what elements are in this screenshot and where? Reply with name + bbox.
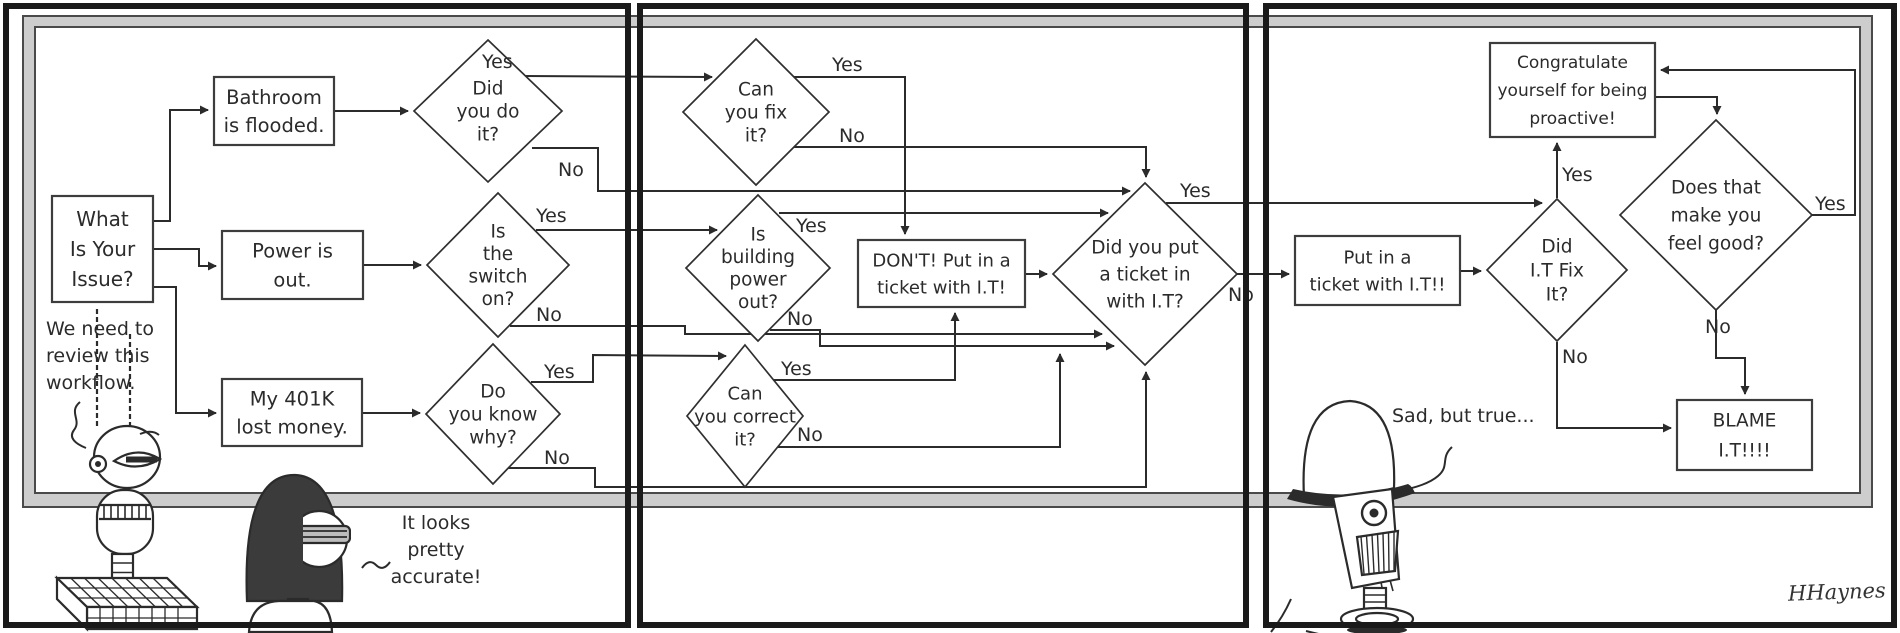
speech-tail-robot-left bbox=[70, 401, 87, 449]
flow-diamond-did-you-put-ticket bbox=[1051, 181, 1239, 367]
flow-box-what-issue bbox=[50, 194, 155, 304]
branch-label-yes-16: Yes bbox=[1814, 193, 1846, 215]
robot-right-character bbox=[1270, 399, 1453, 633]
comic-panel-3 bbox=[1263, 3, 1897, 628]
branch-label-no-7: No bbox=[839, 125, 865, 147]
branch-label-no-5: No bbox=[544, 447, 570, 469]
edge-why-yes bbox=[531, 351, 727, 383]
flow-diamond-feel-good bbox=[1618, 118, 1814, 312]
comic-panel-1 bbox=[3, 3, 631, 628]
branch-label-no-17: No bbox=[1705, 316, 1731, 338]
flow-box-bathroom bbox=[212, 75, 336, 147]
flow-diamond-can-you-correct bbox=[685, 343, 805, 489]
robot-left-character bbox=[54, 309, 200, 632]
edge-fix-no bbox=[794, 146, 1151, 178]
flow-diamond-know-why bbox=[424, 342, 562, 486]
edge-feelgood-no bbox=[1715, 310, 1750, 395]
branch-label-yes-8: Yes bbox=[795, 215, 827, 237]
branch-label-no-1: No bbox=[558, 159, 584, 181]
flow-diamond-did-you-do-it bbox=[412, 38, 564, 184]
branch-label-yes-10: Yes bbox=[780, 358, 812, 380]
edge-what-to-bathroom bbox=[153, 105, 209, 222]
flow-box-power-out bbox=[220, 229, 365, 301]
edge-feelgood-yes bbox=[1660, 65, 1856, 216]
edge-did-no bbox=[532, 147, 1131, 196]
edge-correct-no bbox=[778, 353, 1065, 448]
speech-robot-right: Sad, but true... bbox=[1392, 405, 1535, 427]
edge-fix-yes bbox=[794, 76, 910, 235]
branch-label-no-3: No bbox=[536, 304, 562, 326]
edge-correct-yes bbox=[774, 312, 960, 381]
branch-label-no-9: No bbox=[787, 308, 813, 330]
edge-switch-no bbox=[510, 325, 1103, 339]
speech-person: It looks pretty accurate! bbox=[390, 512, 482, 588]
speech-tail-robot-right bbox=[1401, 446, 1453, 491]
person-character bbox=[245, 473, 391, 633]
edge-what-to-power bbox=[153, 248, 217, 271]
speech-robot-left: We need to review this workflow. bbox=[46, 318, 154, 394]
flow-diamond-switch-on bbox=[425, 191, 571, 339]
flow-diamond-can-you-fix bbox=[681, 37, 831, 187]
edge-building-no bbox=[770, 329, 1115, 351]
comic-panel-2 bbox=[637, 3, 1249, 628]
branch-label-no-11: No bbox=[797, 424, 823, 446]
flow-box-congratulate bbox=[1488, 41, 1657, 139]
flow-box-blame-it bbox=[1675, 398, 1814, 472]
flow-diamond-did-it-fix bbox=[1485, 197, 1629, 343]
flow-box-k401 bbox=[220, 377, 364, 448]
branch-label-yes-6: Yes bbox=[831, 54, 863, 76]
flow-diamond-building-power bbox=[684, 193, 832, 343]
flow-box-dont-ticket bbox=[856, 238, 1027, 309]
speech-tail-person bbox=[361, 561, 391, 569]
branch-label-yes-4: Yes bbox=[543, 361, 575, 383]
edge-why-no bbox=[508, 371, 1151, 488]
flow-box-put-ticket bbox=[1293, 234, 1462, 307]
branch-label-yes-0: Yes bbox=[481, 51, 513, 73]
branch-label-no-15: No bbox=[1562, 346, 1588, 368]
edge-diditfix-no bbox=[1556, 342, 1672, 433]
branch-label-yes-2: Yes bbox=[535, 205, 567, 227]
edge-did-yes bbox=[523, 72, 713, 82]
branch-label-yes-14: Yes bbox=[1561, 164, 1593, 186]
edge-what-to-401k bbox=[153, 286, 217, 418]
edge-congrat-to-feelgood bbox=[1655, 96, 1722, 115]
branch-label-yes-12: Yes bbox=[1179, 180, 1211, 202]
